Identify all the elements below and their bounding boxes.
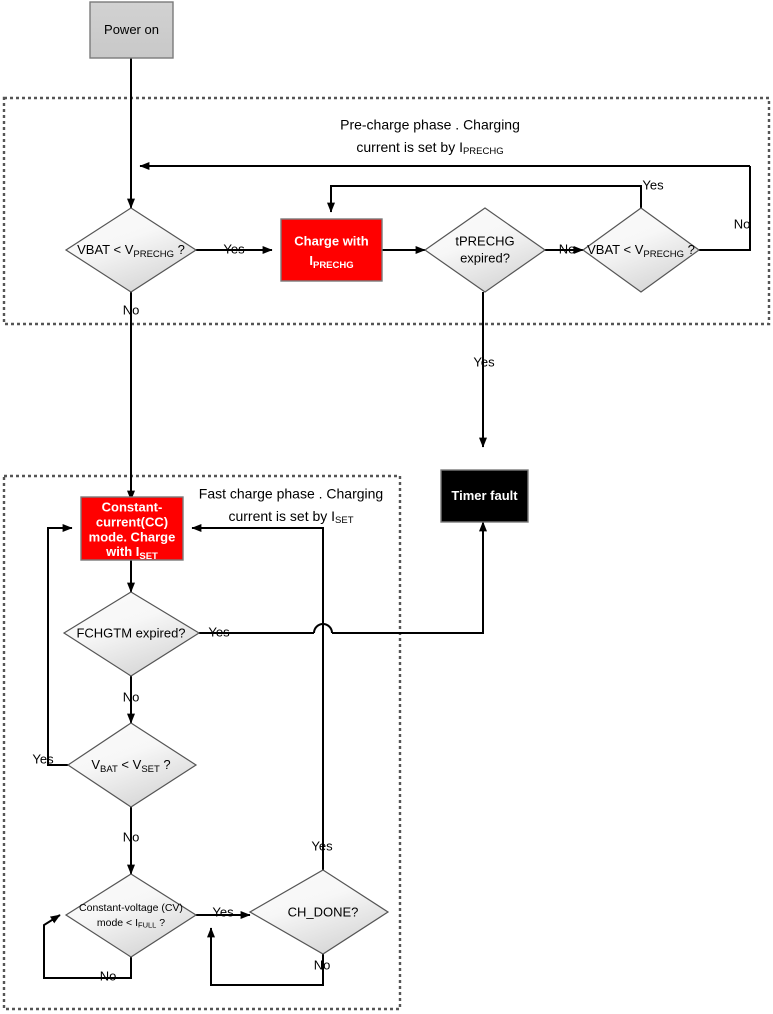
node-ch-done-label: CH_DONE? (288, 904, 359, 919)
fastcharge-phase-caption: Fast charge phase . Charging current is … (199, 486, 383, 526)
edge-label-no-5: No (123, 829, 140, 844)
fastcharge-caption-line1: Fast charge phase . Charging (199, 486, 383, 502)
edge-label-no-7: No (314, 957, 331, 972)
precharge-phase-container (2, 96, 771, 326)
edge-label-yes-6: Yes (212, 904, 234, 919)
node-cc-mode-line1: Constant- (102, 499, 163, 514)
node-tprechg-expired-line1: tPRECHG (455, 233, 514, 248)
node-vbat-lt-vset[interactable]: VBAT < VSET ? (66, 722, 198, 808)
node-vbat-lt-vprechg-2[interactable]: VBAT < VPRECHG ? (581, 207, 701, 293)
node-ch-done[interactable]: CH_DONE? (248, 869, 390, 955)
edge-label-yes-5: Yes (32, 751, 54, 766)
edge-label-no-2: No (559, 241, 576, 256)
fastcharge-caption-line2: current is set by ISET (228, 508, 353, 526)
edge-cv-no-loop (43, 914, 132, 979)
node-vbat-lt-vprechg-2-label: VBAT < VPRECHG ? (587, 242, 695, 259)
node-cv-mode-line1: Constant-voltage (CV) (79, 902, 183, 914)
node-fchgtm-expired-label: FCHGTM expired? (76, 625, 185, 640)
node-cc-mode[interactable]: Constant- current(CC) mode. Charge with … (80, 496, 184, 562)
edge-chdone-no-loop (207, 927, 324, 986)
node-charge-with-iprechg-line2: IPRECHG (309, 253, 353, 270)
edge-label-no-6: No (100, 968, 117, 983)
node-cv-mode[interactable]: Constant-voltage (CV) mode < IFULL ? (64, 873, 198, 958)
edge-label-yes-2: Yes (642, 177, 664, 192)
edge-label-no-4: No (123, 689, 140, 704)
node-tprechg-expired-line2: expired? (460, 250, 510, 265)
node-cc-mode-line3: mode. Charge (89, 529, 176, 544)
edge-label-yes-3: Yes (473, 354, 495, 369)
node-power-on-label: Power on (104, 22, 159, 37)
fastcharge-phase-container (2, 474, 402, 1011)
precharge-caption-line1: Pre-charge phase . Charging (340, 117, 520, 133)
edge-vbat2-yes-up-left (434, 185, 642, 208)
precharge-phase-caption: Pre-charge phase . Charging current is s… (340, 117, 520, 157)
node-fchgtm-expired[interactable]: FCHGTM expired? (62, 591, 201, 677)
edge-fchgtm-yes-to-timerfault (332, 521, 487, 634)
node-vbat-lt-vset-label: VBAT < VSET ? (91, 757, 170, 774)
edge-label-yes-4: Yes (208, 624, 230, 639)
precharge-caption-line2: current is set by IPRECHG (356, 139, 503, 157)
node-cc-mode-line4: with ISET (105, 544, 158, 561)
edge-label-no-1: No (123, 302, 140, 317)
node-charge-with-iprechg[interactable]: Charge with IPRECHG (280, 218, 383, 282)
node-charge-with-iprechg-line1: Charge with (294, 233, 368, 248)
node-cc-mode-line2: current(CC) (96, 514, 168, 529)
edge-label-yes-1: Yes (223, 241, 245, 256)
node-power-on[interactable]: Power on (89, 1, 174, 59)
edge-label-yes-7: Yes (311, 838, 333, 853)
node-cv-mode-line2: mode < IFULL ? (97, 917, 165, 930)
node-tprechg-expired[interactable]: tPRECHG expired? (423, 207, 547, 293)
edge-label-no-3: No (734, 216, 751, 231)
edge-chdone-yes-up-left (191, 524, 324, 870)
node-timer-fault[interactable]: Timer fault (440, 469, 529, 523)
node-timer-fault-label: Timer fault (451, 488, 518, 503)
edge-vbat2-no-right-up (699, 166, 751, 251)
edge-vbatvset-yes-left-up (47, 524, 73, 766)
edge-vbat2-yes-left-to-charge-top (327, 185, 434, 213)
node-vbat-lt-vprechg-1[interactable]: VBAT < VPRECHG ? (64, 207, 198, 293)
node-vbat-lt-vprechg-1-label: VBAT < VPRECHG ? (77, 242, 185, 259)
